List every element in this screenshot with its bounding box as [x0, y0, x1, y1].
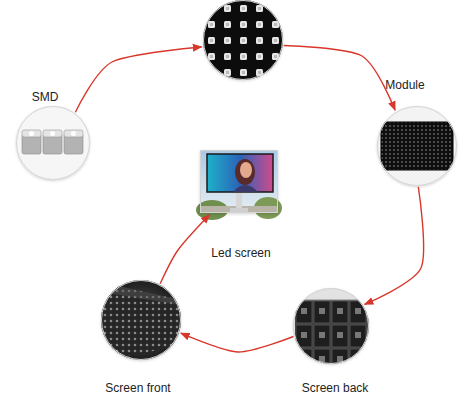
stage-node: Screen back	[293, 288, 369, 364]
stage-label: Screen back	[302, 381, 369, 395]
stage-label: Led screen	[211, 246, 270, 260]
led-module-part	[377, 106, 457, 186]
stage-label: SMD	[32, 90, 59, 104]
smd-lamps-part	[50, 131, 55, 136]
led-screen-photo-part	[230, 208, 248, 212]
stage-node: SMD	[16, 106, 90, 180]
screen-front-photo	[101, 280, 181, 362]
screen-front-photo-part	[101, 282, 181, 305]
smd-lamps	[16, 106, 90, 180]
led-screen-photo-part	[240, 162, 252, 178]
flow-arrow	[75, 47, 201, 112]
smd-lamps-part	[43, 130, 62, 137]
led-screen-photo	[196, 150, 282, 220]
stage-label: Screen front	[105, 381, 170, 395]
screen-back-photo-part	[295, 300, 369, 364]
led-screen-photo-part	[236, 190, 242, 210]
image-frame	[16, 106, 90, 180]
stage-node	[203, 0, 283, 80]
led-screen-photo-part	[207, 154, 273, 192]
smd-lamps-part	[16, 106, 90, 180]
image-frame	[293, 288, 369, 364]
smd-lamps-part	[29, 131, 34, 136]
led-module	[377, 106, 457, 186]
led-module-part	[381, 122, 453, 170]
smd-lamps-part	[71, 131, 76, 136]
screen-front-photo-part	[101, 282, 181, 362]
flow-arrow	[181, 333, 294, 352]
image-frame	[101, 280, 181, 360]
pixel-closeup	[203, 0, 283, 80]
led-screen-photo-part	[235, 159, 255, 185]
pixel-closeup-part	[203, 0, 283, 80]
flow-arrow	[160, 214, 209, 283]
flow-arrow	[365, 187, 424, 304]
flow-arrow	[284, 45, 395, 110]
stage-label: Module	[385, 78, 424, 92]
screen-back-photo-part	[293, 288, 369, 364]
smd-lamps-part	[64, 130, 83, 137]
led-screen-photo-part	[233, 185, 258, 192]
screen-node: Led screen	[200, 150, 278, 213]
image-frame	[203, 0, 283, 80]
screen-back-photo	[293, 288, 369, 364]
stage-node: Screen front	[101, 280, 181, 360]
image-frame	[200, 150, 278, 213]
screen-back-photo-part	[295, 300, 369, 301]
stage-node: Module	[377, 106, 457, 186]
smd-lamps-part	[22, 130, 41, 137]
image-frame	[377, 106, 457, 186]
